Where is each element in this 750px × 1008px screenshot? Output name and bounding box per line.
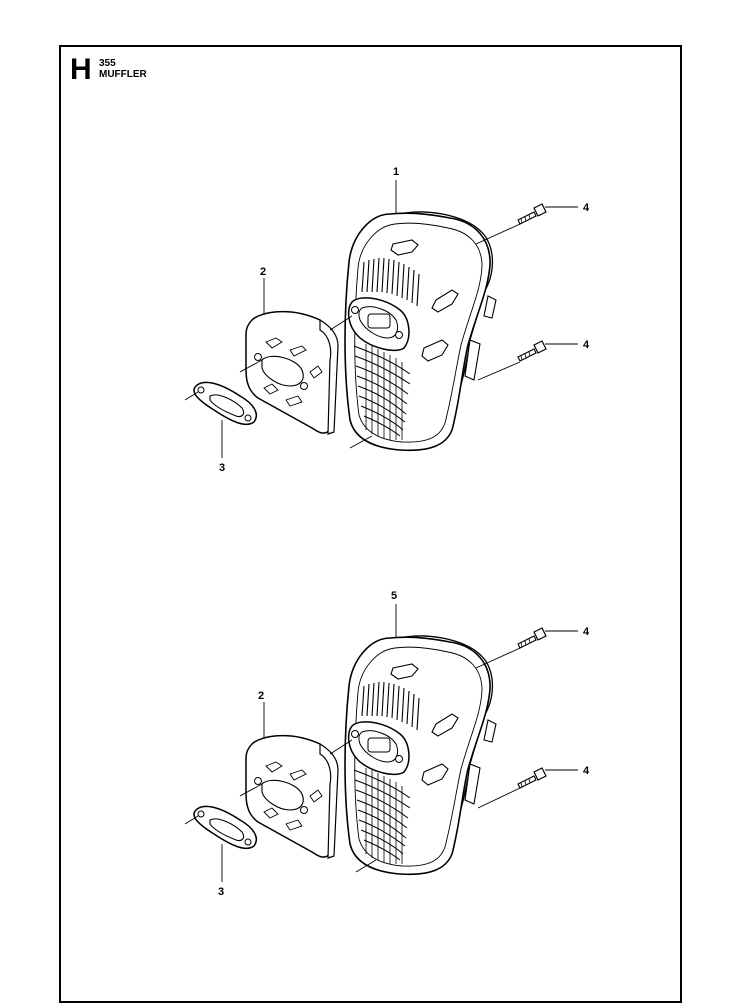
callout-4-lower-b: 4 — [583, 765, 590, 777]
bolt-part-4-upper — [517, 203, 547, 225]
gasket-part-3 — [193, 381, 258, 426]
heat-shield-part-2 — [245, 310, 339, 435]
page-frame — [59, 45, 682, 1003]
leader-lines-upper — [184, 180, 578, 458]
bolt-part-4-lower — [517, 340, 547, 362]
muffler-part-1 — [344, 211, 497, 452]
diagram-upper: 1 2 3 4 4 — [184, 166, 590, 474]
callout-3-upper: 3 — [219, 462, 225, 474]
leader-lines-lower — [184, 604, 578, 882]
callout-5: 5 — [391, 590, 397, 602]
section-letter: H — [70, 53, 92, 86]
page-title: MUFFLER — [99, 69, 147, 80]
bolt-part-4-lower-a — [517, 627, 547, 649]
gasket-part-3-lower — [193, 805, 258, 850]
model-number: 355 — [99, 58, 116, 69]
callout-1: 1 — [393, 166, 399, 178]
callout-2-lower: 2 — [258, 690, 264, 702]
diagram-lower: 5 2 3 4 4 — [184, 590, 590, 898]
callout-3-lower: 3 — [218, 886, 224, 898]
callout-4-upper-b: 4 — [583, 339, 590, 351]
callout-2-upper: 2 — [260, 266, 266, 278]
callout-4-lower-a: 4 — [583, 626, 590, 638]
heat-shield-part-2-lower — [245, 734, 339, 859]
bolt-part-4-lower-b — [517, 767, 547, 789]
callout-4-upper-a: 4 — [583, 202, 590, 214]
muffler-part-5 — [344, 635, 497, 876]
